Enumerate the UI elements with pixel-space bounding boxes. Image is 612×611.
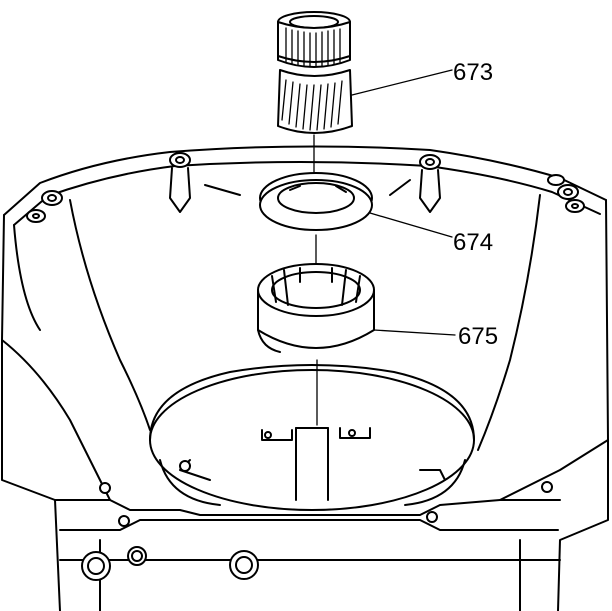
part-674-washer <box>259 172 373 231</box>
callout-673: 673 <box>453 59 493 86</box>
transmission-case <box>1 145 609 611</box>
callout-674: 674 <box>453 229 493 256</box>
mounting-bosses <box>26 152 585 223</box>
bolt-holes <box>81 429 553 581</box>
part-673-gear <box>277 11 353 134</box>
part-675-bearing <box>257 263 375 353</box>
leader-lines <box>351 69 456 336</box>
callout-675: 675 <box>458 323 498 350</box>
